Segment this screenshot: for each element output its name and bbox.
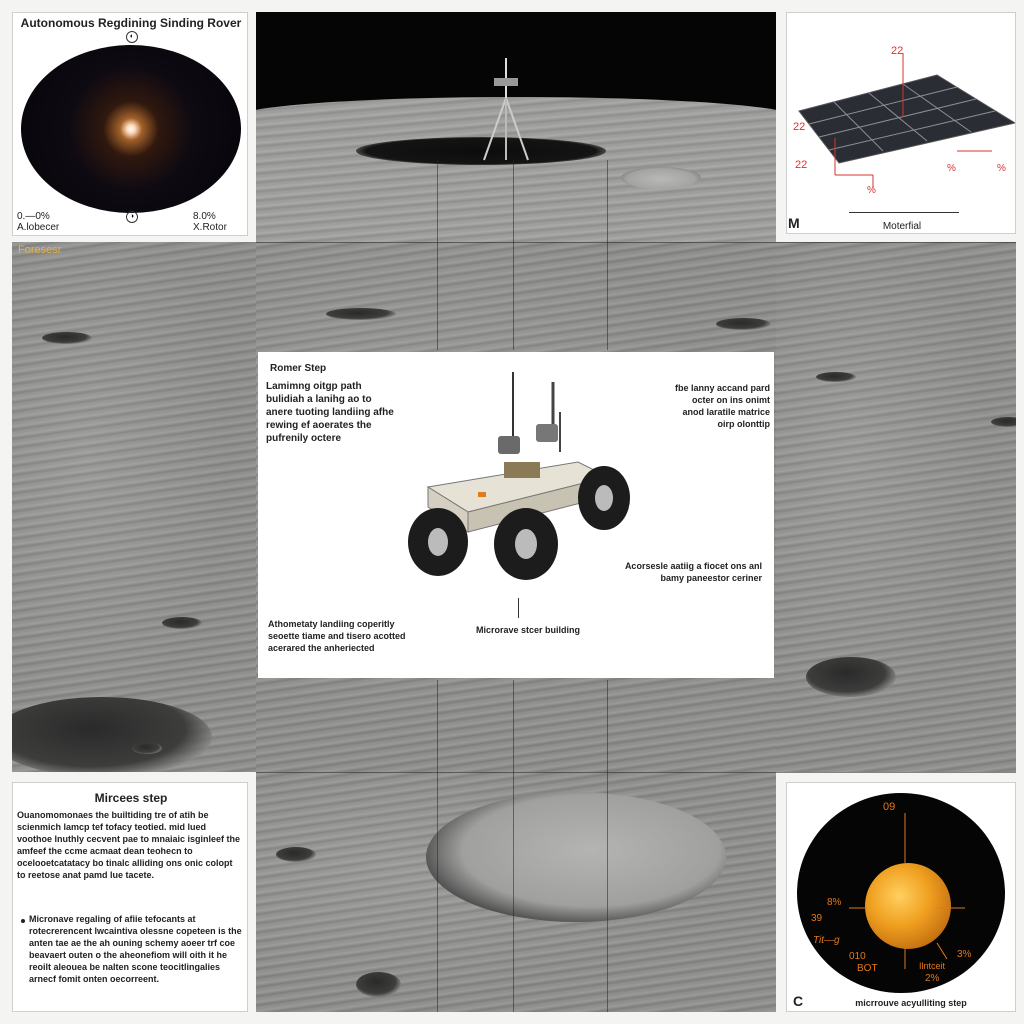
orange-moon-image [865,863,951,949]
grid-line [607,160,608,350]
moon-caption: micrrouve acyulliting step [855,998,967,1008]
crater [12,697,212,772]
moon-label-right-b: Ilntceit [919,961,946,971]
lunar-panel-bottom-center [256,772,776,1012]
crater [42,332,92,344]
moon-label-right-a: 3% [957,949,972,960]
moon-label-bottom-b: BOT [857,963,878,974]
bottom-left-card: Mircees step Ouanomomonaes the builtidin… [12,782,248,1012]
compass-icon: ◑ [126,211,138,223]
card-title: Autonomous Regdining Sinding Rover [20,16,242,30]
panel-label-left: 22 [793,121,806,133]
crater [356,972,401,997]
panel-label-lower-left: 22 [795,159,808,171]
moon-label-bottom-a: 010 [849,951,866,962]
grid-line [513,680,514,1012]
crater [132,742,162,754]
galaxy-image [21,45,241,213]
bullet-dot-icon [21,919,25,923]
grid-line [513,160,514,350]
corner-letter: C [793,993,804,1009]
grid-line [437,680,438,1012]
panel-label-right-b: % [997,163,1006,174]
corner-letter: M [788,215,800,231]
bottom-left-bullet: Micronave regaling of afiie tefocants at… [29,914,242,984]
scale-label: Moterfial [882,221,922,232]
top-right-card: 22 22 22 % % % M Moterfial [786,12,1016,234]
grid-line [437,160,438,350]
stat-left-label: A.lobecer [17,222,60,233]
stat-left-value: 0.—0% [17,211,50,222]
center-right-note: fbe lanny accand pard octer on ins onimt… [674,383,770,429]
crater [326,308,396,320]
top-left-card: Autonomous Regdining Sinding Rover ◐ ◑ 0… [12,12,248,236]
crater [276,847,316,862]
center-left-bottom-note: Athometaty landiing coperitly seoette ti… [268,619,406,653]
compass-icon: ◐ [126,31,138,43]
grid-line [256,242,1016,243]
grid-line [256,772,1016,773]
moon-label-right-c: 2% [925,973,940,984]
center-left-note: Lamimng oitgp path bulidiah a lanihg ao … [266,381,394,444]
rover-icon [408,372,630,580]
bottom-left-paragraph: Ouanomomonaes the builtiding tre of atih… [17,810,241,880]
grid-line [607,680,608,1012]
panel-label-right-a: % [947,163,956,174]
space-sky [256,12,776,112]
center-bottom-caption: Microrave stcer building [475,625,581,635]
crater [991,417,1016,427]
left-strip-label: Foresesr [18,244,62,256]
stat-right-value: 8.0% [193,211,216,222]
caption-pointer [518,598,519,618]
tripod-antenna-icon [483,58,529,161]
lunar-panel-top-center [256,12,776,242]
stat-right-label: X.Rotor [193,222,227,233]
crater [162,617,202,629]
panel-label-top: 22 [891,45,904,57]
lunar-panel-left [12,242,256,772]
bottom-right-card: 09 8% 39 Tit—g 010 BOT 3% Ilntceit 2% C … [786,782,1016,1012]
panel-label-bottom: % [867,185,876,196]
crater [816,372,856,382]
crater [716,318,771,330]
moon-label-left-a: 8% [827,897,842,908]
crater [426,792,726,922]
bottom-left-title: Mircees step [94,791,168,805]
center-right-note-2: Acorsesle aatiig a fiocet ons anl bamy p… [624,561,762,583]
crater [356,137,606,165]
moon-label-left-c: Tit—g [813,935,840,946]
moon-label-left-b: 39 [811,913,823,924]
moon-annotation-lines [849,813,965,969]
center-card: Romer Step Lamimng oitgp path bulidiah a… [258,352,774,678]
lunar-panel-right [776,242,1016,772]
moon-label-top: 09 [883,801,896,813]
scale-bar [849,212,959,213]
center-card-title: Romer Step [270,363,327,374]
crater [621,167,701,189]
crater [806,657,896,697]
solar-panel-diagram [798,53,1015,188]
